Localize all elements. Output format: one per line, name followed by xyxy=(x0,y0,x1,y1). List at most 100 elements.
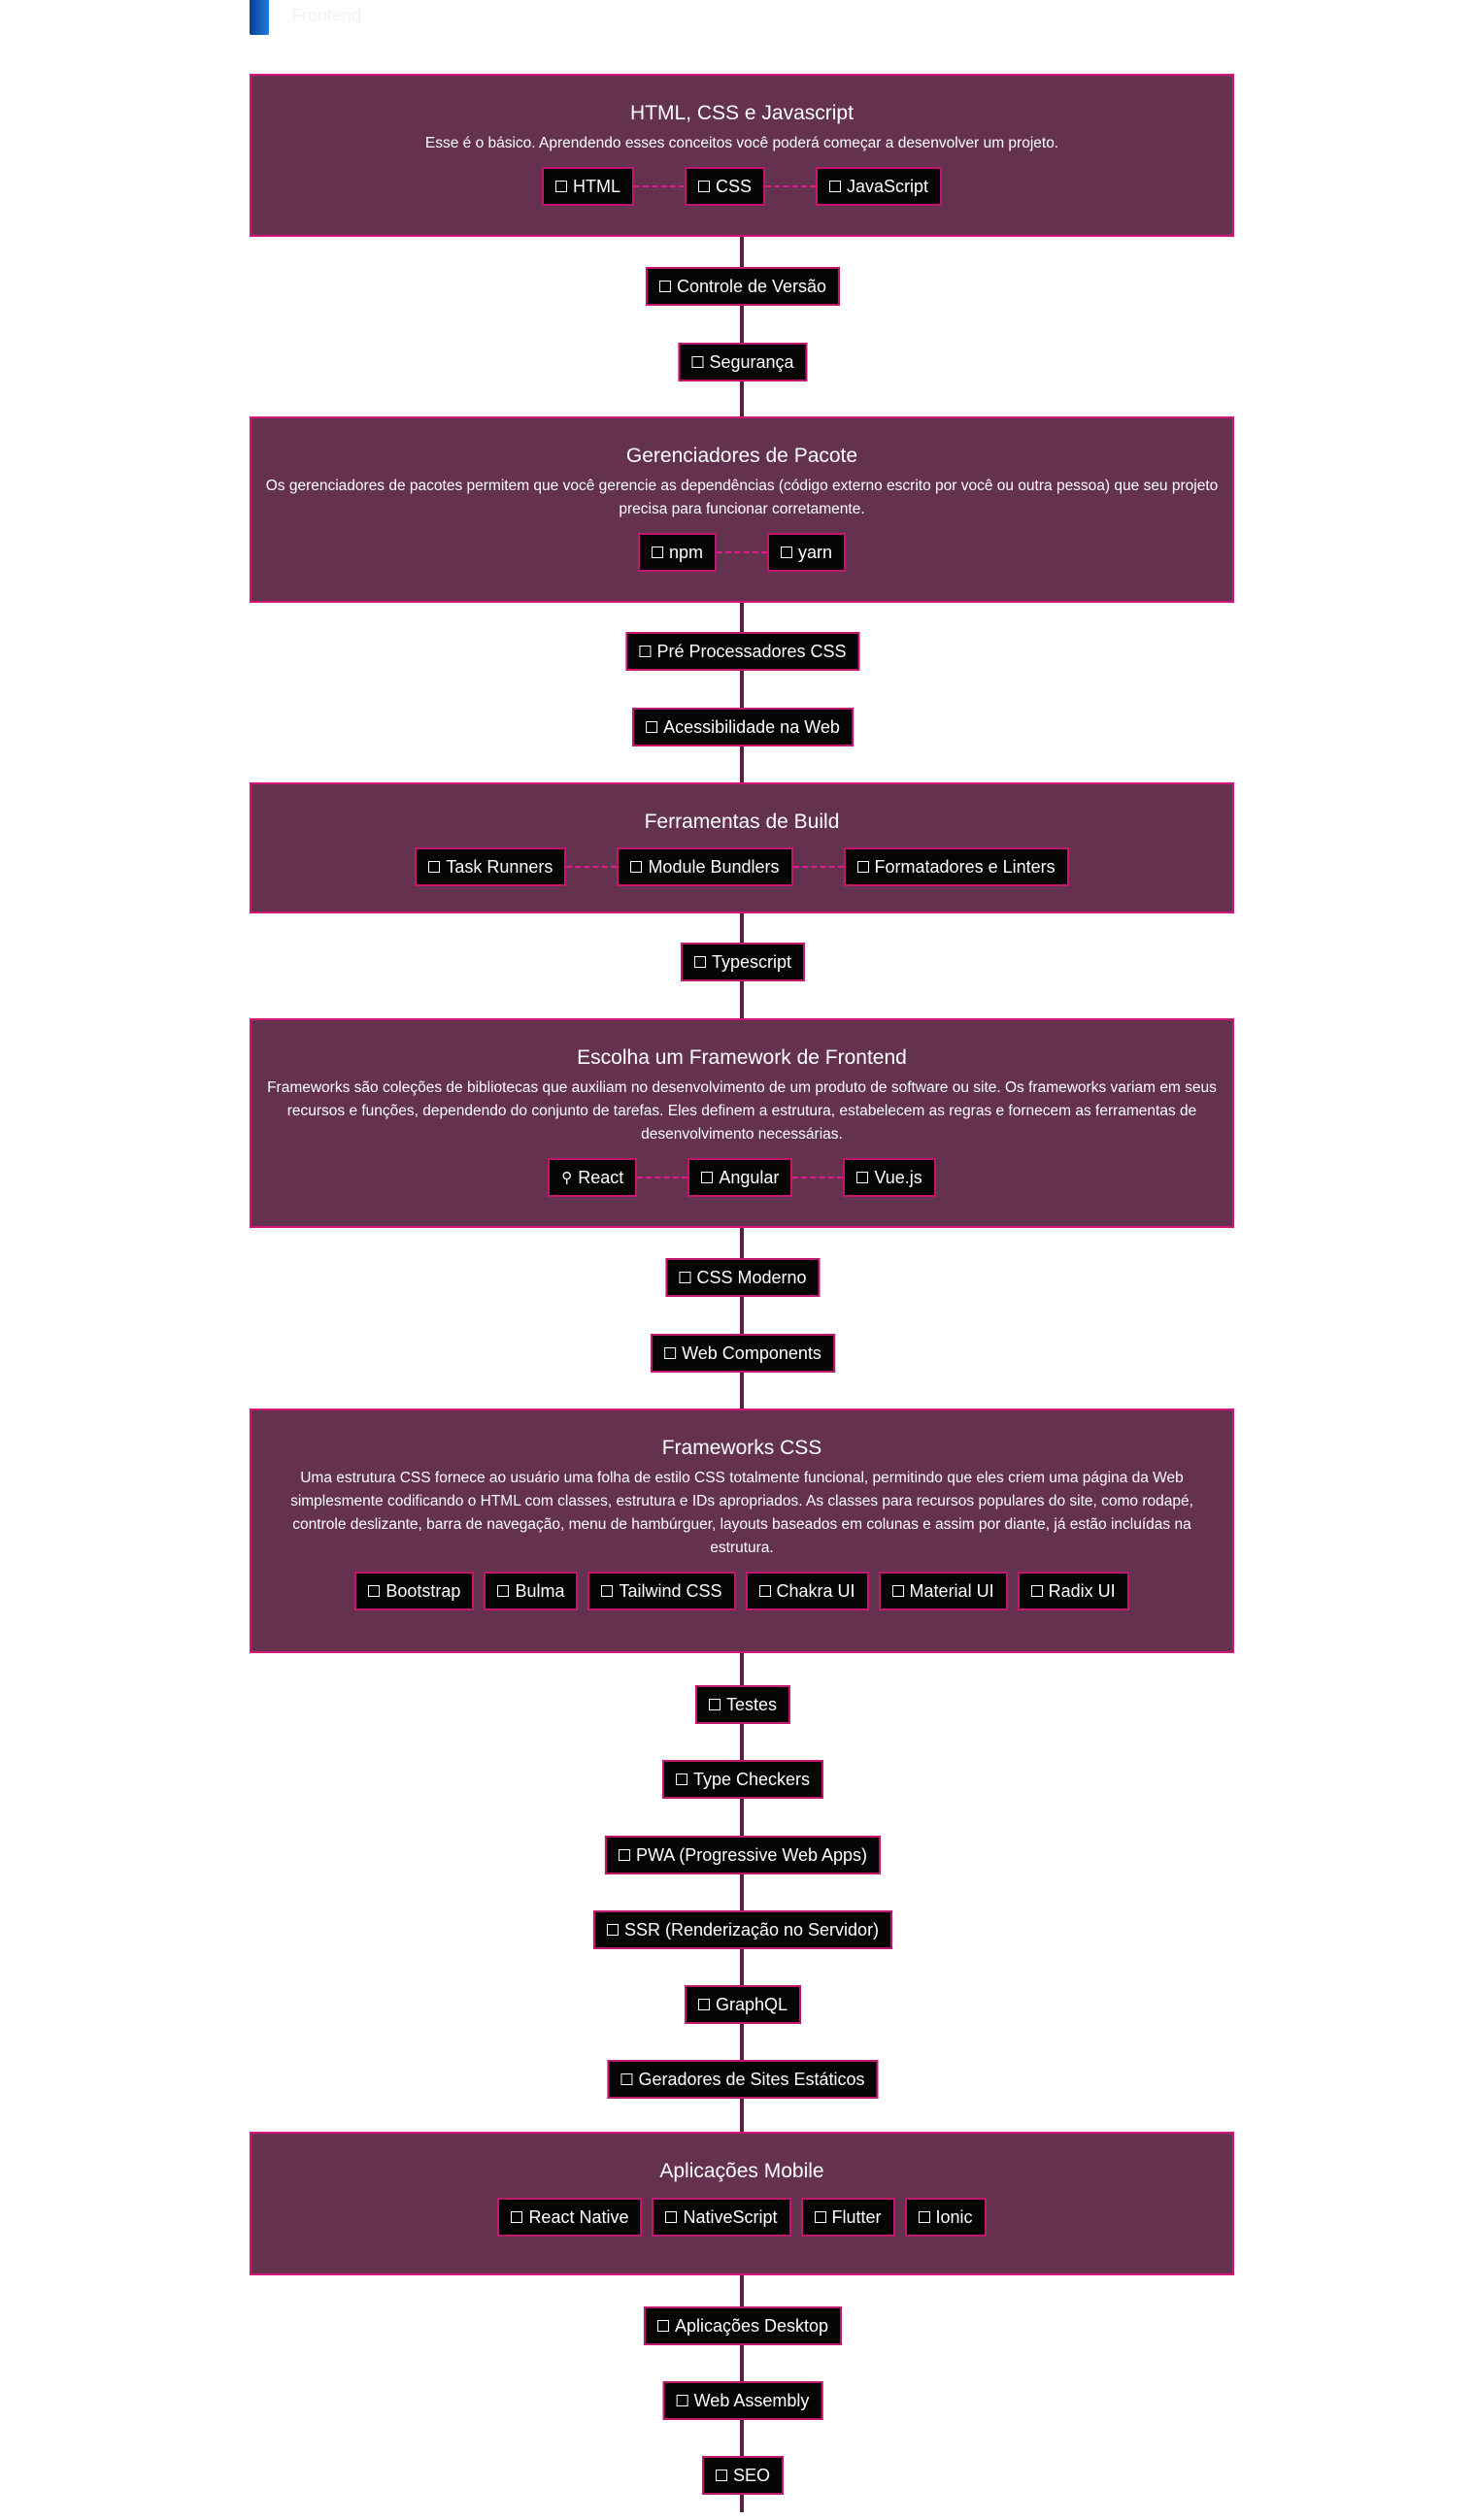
node-task-runners[interactable]: Task Runners xyxy=(415,847,567,886)
section-title: Aplicações Mobile xyxy=(659,2160,824,2182)
section-items-row: Task Runners Module Bundlers Formatadore… xyxy=(265,847,1219,886)
node-label: Web Assembly xyxy=(693,2390,810,2410)
checkbox-icon xyxy=(708,1699,721,1710)
node-label: Chakra UI xyxy=(776,1580,855,1601)
node-css-moderno[interactable]: CSS Moderno xyxy=(665,1258,821,1297)
node-module-bundlers[interactable]: Module Bundlers xyxy=(617,847,793,886)
section-description: Esse é o básico. Aprendendo esses concei… xyxy=(424,135,1059,151)
node-react-native[interactable]: React Native xyxy=(497,2198,643,2237)
node-label: SSR (Renderização no Servidor) xyxy=(623,1919,880,1940)
node-acessibilidade-na-web[interactable]: Acessibilidade na Web xyxy=(632,708,854,746)
section-frameworks-css: Frameworks CSS Uma estrutura CSS fornece… xyxy=(250,1409,1234,1653)
node-radix-ui[interactable]: Radix UI xyxy=(1017,1572,1129,1610)
node-graphql[interactable]: GraphQL xyxy=(684,1985,802,2024)
checkbox-icon xyxy=(856,1172,869,1183)
node-label: yarn xyxy=(798,542,833,562)
checkbox-icon xyxy=(679,1272,691,1283)
node-seo[interactable]: SEO xyxy=(701,2456,785,2495)
node-aplicacoes-desktop[interactable]: Aplicações Desktop xyxy=(643,2306,843,2345)
node-label: Angular xyxy=(719,1167,780,1187)
check-mark-icon: ⚲ xyxy=(561,1170,573,1186)
node-testes[interactable]: Testes xyxy=(694,1685,791,1724)
section-items-row: npm yarn xyxy=(265,533,1219,572)
node-javascript[interactable]: JavaScript xyxy=(815,167,943,206)
node-label: npm xyxy=(668,542,703,562)
node-label: CSS xyxy=(715,176,752,196)
section-gerenciadores-de-pacote: Gerenciadores de Pacote Os gerenciadores… xyxy=(250,416,1234,603)
node-angular[interactable]: Angular xyxy=(687,1158,793,1197)
node-css[interactable]: CSS xyxy=(684,167,765,206)
node-type-checkers[interactable]: Type Checkers xyxy=(661,1760,824,1799)
node-flutter[interactable]: Flutter xyxy=(800,2198,895,2237)
node-seguranca[interactable]: Segurança xyxy=(678,343,808,381)
node-html[interactable]: HTML xyxy=(541,167,634,206)
node-nativescript[interactable]: NativeScript xyxy=(652,2198,791,2237)
node-material-ui[interactable]: Material UI xyxy=(878,1572,1008,1610)
node-label: Pré Processadores CSS xyxy=(656,641,847,661)
node-label: Typescript xyxy=(711,951,792,972)
node-web-components[interactable]: Web Components xyxy=(651,1334,835,1373)
node-label: PWA (Progressive Web Apps) xyxy=(635,1844,868,1865)
node-label: Task Runners xyxy=(446,856,553,877)
node-label: React xyxy=(578,1167,624,1187)
dashed-connector xyxy=(792,866,844,868)
dashed-connector xyxy=(566,866,618,868)
node-label: Formatadores e Linters xyxy=(874,856,1056,877)
node-web-assembly[interactable]: Web Assembly xyxy=(662,2381,823,2420)
checkbox-icon xyxy=(618,1849,630,1861)
node-controle-de-versao[interactable]: Controle de Versão xyxy=(645,267,841,306)
node-label: CSS Moderno xyxy=(696,1267,807,1287)
node-ssr[interactable]: SSR (Renderização no Servidor) xyxy=(592,1910,893,1949)
node-formatadores-e-linters[interactable]: Formatadores e Linters xyxy=(843,847,1069,886)
node-pwa[interactable]: PWA (Progressive Web Apps) xyxy=(604,1836,882,1874)
dashed-connector xyxy=(792,1177,844,1178)
node-geradores-de-sites-estaticos[interactable]: Geradores de Sites Estáticos xyxy=(607,2060,879,2099)
node-label: Ionic xyxy=(935,2206,973,2227)
checkbox-icon xyxy=(601,1585,614,1597)
node-bootstrap[interactable]: Bootstrap xyxy=(354,1572,475,1610)
node-bulma[interactable]: Bulma xyxy=(484,1572,579,1610)
node-label: Acessibilidade na Web xyxy=(663,716,840,737)
node-ionic[interactable]: Ionic xyxy=(904,2198,987,2237)
checkbox-icon xyxy=(758,1585,771,1597)
node-label: Web Components xyxy=(682,1343,821,1363)
section-title: Gerenciadores de Pacote xyxy=(625,445,858,467)
node-label: Type Checkers xyxy=(692,1769,811,1789)
checkbox-icon xyxy=(664,1347,677,1359)
checkbox-icon xyxy=(656,2320,669,2332)
checkbox-icon xyxy=(828,181,841,192)
checkbox-icon xyxy=(554,181,567,192)
checkbox-icon xyxy=(606,1924,619,1936)
section-items-row: Bootstrap Bulma Tailwind CSS Chakra UI M… xyxy=(265,1572,1219,1610)
node-react[interactable]: ⚲ React xyxy=(548,1158,638,1197)
node-label: Flutter xyxy=(831,2206,882,2227)
node-npm[interactable]: npm xyxy=(637,533,717,572)
checkbox-icon xyxy=(620,2073,633,2085)
section-items-row: React Native NativeScript Flutter Ionic xyxy=(265,2198,1219,2237)
node-typescript[interactable]: Typescript xyxy=(680,943,806,981)
section-description: Os gerenciadores de pacotes permitem que… xyxy=(265,478,1219,517)
node-label: Material UI xyxy=(909,1580,994,1601)
checkbox-icon xyxy=(651,547,663,558)
checkbox-icon xyxy=(1030,1585,1043,1597)
section-html-css-js: HTML, CSS e Javascript Esse é o básico. … xyxy=(250,74,1234,237)
node-label: Geradores de Sites Estáticos xyxy=(638,2069,865,2089)
node-chakra-ui[interactable]: Chakra UI xyxy=(745,1572,869,1610)
dashed-connector xyxy=(633,185,685,187)
node-label: HTML xyxy=(572,176,620,196)
node-yarn[interactable]: yarn xyxy=(767,533,847,572)
node-vuejs[interactable]: Vue.js xyxy=(843,1158,936,1197)
section-title: Ferramentas de Build xyxy=(644,811,840,833)
checkbox-icon xyxy=(693,956,706,968)
node-tailwind-css[interactable]: Tailwind CSS xyxy=(587,1572,736,1610)
checkbox-icon xyxy=(497,1585,510,1597)
dashed-connector xyxy=(717,551,767,553)
node-pre-processadores-css[interactable]: Pré Processadores CSS xyxy=(625,632,860,671)
checkbox-icon xyxy=(701,1172,714,1183)
top-accent-bar xyxy=(250,0,269,35)
top-strip-text: Frontend xyxy=(291,6,362,25)
node-label: Aplicações Desktop xyxy=(674,2315,829,2336)
dashed-connector xyxy=(637,1177,688,1178)
dashed-connector xyxy=(764,185,816,187)
checkbox-icon xyxy=(665,2211,678,2223)
